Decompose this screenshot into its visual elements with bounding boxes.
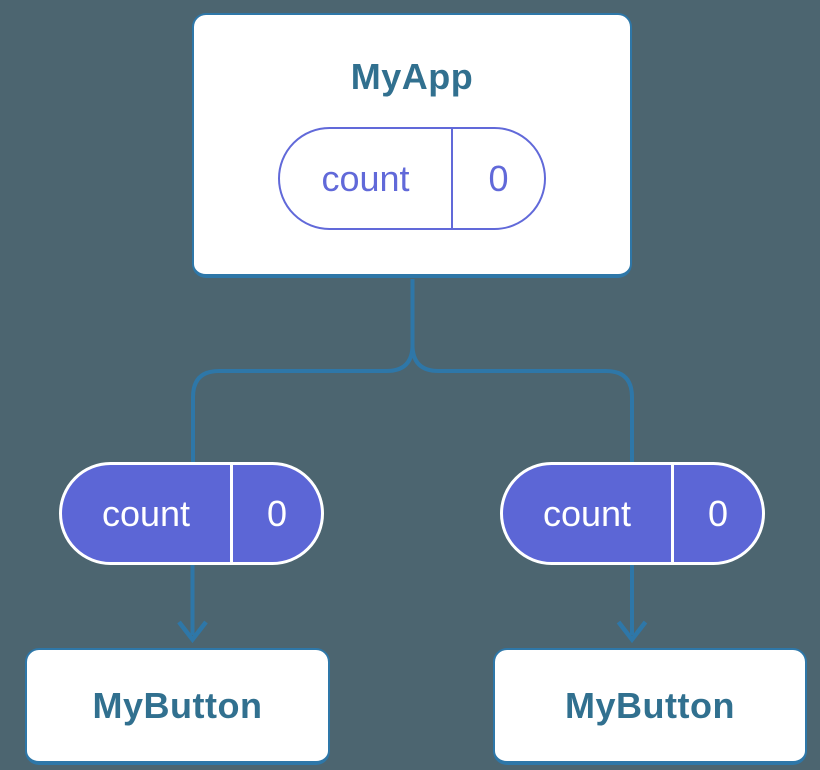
mybutton-node-title: MyButton bbox=[92, 684, 263, 726]
myapp-node-card: MyApp count 0 bbox=[192, 13, 632, 278]
arrow-left-head-icon bbox=[177, 620, 208, 644]
left-mybutton-node-card: MyButton bbox=[25, 648, 330, 765]
state-name-label: count bbox=[503, 465, 674, 562]
state-value-label: 0 bbox=[266, 492, 288, 534]
fork-left-line bbox=[191, 344, 415, 462]
myapp-node-title: MyApp bbox=[350, 56, 474, 97]
state-value-label: 0 bbox=[488, 157, 509, 199]
myapp-state-pill: count 0 bbox=[278, 127, 546, 230]
fork-right-line bbox=[410, 344, 634, 462]
mybutton-node-title: MyButton bbox=[565, 684, 735, 726]
right-mybutton-node-card: MyButton bbox=[493, 648, 807, 765]
state-value-label: 0 bbox=[707, 492, 729, 534]
arrow-right-head-icon bbox=[616, 620, 648, 644]
state-name-label: count bbox=[62, 465, 233, 562]
state-name-label: count bbox=[280, 129, 453, 228]
right-prop-pill: count 0 bbox=[500, 462, 765, 565]
left-prop-pill: count 0 bbox=[59, 462, 324, 565]
